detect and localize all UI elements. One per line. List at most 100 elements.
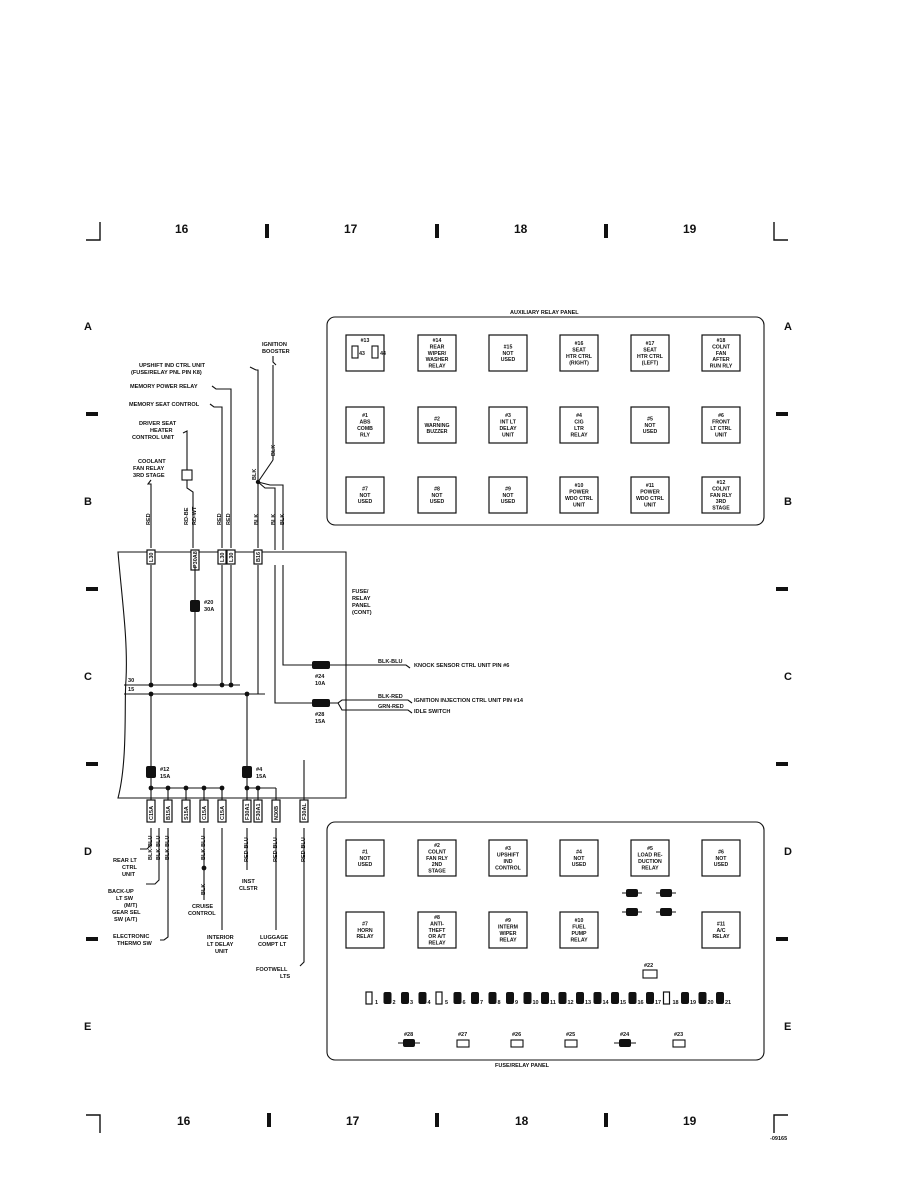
aux-relay-5-line-1: #18 xyxy=(717,338,726,344)
grid-col-18-bottom: 18 xyxy=(515,1114,529,1128)
fuse-row-label-1: 1 xyxy=(375,1000,378,1006)
aux-relay-13-line-2: NOT xyxy=(432,493,444,499)
grid-row-c-right: C xyxy=(784,671,792,683)
rear-lt-label-1: REAR LT xyxy=(113,858,137,864)
grid-row-a-left: A xyxy=(84,321,92,333)
lower-wiring: BLK-BLU BLK-BLU BLK-BLU BLK-BLU BLK RED-… xyxy=(108,828,307,980)
grid-row-e-right: E xyxy=(784,1021,791,1033)
panel-cont-label-4: (CONT) xyxy=(352,610,372,616)
aux-relay-4-line-3: HTR CTRL xyxy=(637,354,664,360)
fuse-row-label-3: 3 xyxy=(410,1000,413,1006)
aux-relay-16-line-3: WDO CTRL xyxy=(636,496,665,502)
footwell-label-1: FOOTWELL xyxy=(256,967,288,973)
wire-red-blu-1: RED-BLU xyxy=(244,837,250,862)
bottom-circuit-3: S15A xyxy=(181,799,191,823)
electronic-label-1: ELECTRONIC xyxy=(113,934,149,940)
top-circuit-label-4: L30 xyxy=(229,553,235,562)
fuse-panel-relay-5-line-1: #5 xyxy=(647,846,653,852)
fuse-row-label-5: 5 xyxy=(445,1000,448,1006)
fuse-row-fuse-15: 15 xyxy=(611,992,626,1006)
wire-rd-wt: RD-WT xyxy=(192,506,198,525)
aux-relay-15-line-4: UNIT xyxy=(573,502,586,508)
aux-relay-17-line-2: COLNT xyxy=(712,486,731,492)
fuse-panel-relay-2-line-4: 2ND xyxy=(432,862,443,868)
auxiliary-relay-panel: AUXILIARY RELAY PANEL #13 43 44 #14REARW… xyxy=(326,310,765,526)
aux-relay-8-line-2: INT LT xyxy=(500,420,517,426)
fuse-panel-relay-6-line-2: NOT xyxy=(716,856,728,862)
corner-marks xyxy=(86,222,788,1133)
bottom-fuse-label-3: #26 xyxy=(512,1032,521,1038)
interior-label-3: UNIT xyxy=(215,949,229,955)
wire-rd-be: RD-BE xyxy=(184,507,190,525)
knock-sensor-dest: KNOCK SENSOR CTRL UNIT PIN #6 xyxy=(414,663,509,669)
top-circuit-1: L30 xyxy=(146,549,156,565)
ignition-injection-dest: IGNITION INJECTION CTRL UNIT PIN #14 xyxy=(414,698,524,704)
fuse-row-label-16: 16 xyxy=(638,1000,644,1006)
rear-lt-label-2: CTRL xyxy=(122,865,137,871)
aux-relay-4-line-1: #17 xyxy=(646,341,655,347)
aux-relay-5-line-4: AFTER xyxy=(712,357,730,363)
aux-relay-13-pin-44: 44 xyxy=(380,351,386,357)
cruise-label-1: CRUISE xyxy=(192,904,213,910)
wire-blk-blu-2: BLK-BLU xyxy=(156,836,162,860)
grid-row-b-right: B xyxy=(784,496,792,508)
fuse-4-label: #4 xyxy=(256,767,263,773)
aux-relay-9-line-3: LTR xyxy=(574,426,584,432)
grid-col-17-bottom: 17 xyxy=(346,1114,360,1128)
wire-blk-b16: BLK xyxy=(254,514,260,525)
bottom-fuse-label-1: #28 xyxy=(404,1032,413,1038)
grid-row-c-left: C xyxy=(84,671,92,683)
aux-relay-2-line-2: NOT xyxy=(503,351,515,357)
wire-blk-blu-3: BLK-BLU xyxy=(165,836,171,860)
aux-relay-2-line-1: #15 xyxy=(504,344,513,350)
fuse-28-label: #28 xyxy=(315,712,324,718)
fuse-panel-relay-7-line-3: RELAY xyxy=(356,934,374,940)
fuse-panel-relay-5-line-4: RELAY xyxy=(641,865,659,871)
fuse-row-fuse-1: 1 xyxy=(365,991,378,1006)
fuse-panel-relay-3-line-2: UPSHIFT xyxy=(497,853,520,859)
bottom-fuse-1: #28 xyxy=(398,1032,420,1047)
grid-row-b-left: B xyxy=(84,496,92,508)
inst-label-2: CLSTR xyxy=(239,886,258,892)
fuse-panel-relay-8-line-2: ANTI- xyxy=(430,921,444,927)
fuse-panel-relay-10-line-3: PUMP xyxy=(572,931,588,937)
fuse-28-amps: 15A xyxy=(315,719,325,725)
fuse-row-fuse-10: 10 xyxy=(523,992,539,1006)
fuse-row-label-6: 6 xyxy=(463,1000,466,1006)
inst-label-1: INST xyxy=(242,879,255,885)
aux-relay-5-line-5: RUN RLY xyxy=(710,364,733,370)
panel-cont-label-1: FUSE/ xyxy=(352,589,369,595)
aux-relay-15-line-1: #10 xyxy=(575,483,584,489)
grid-row-e-left: E xyxy=(84,1021,91,1033)
fuse-row-label-7: 7 xyxy=(480,1000,483,1006)
fuse-panel-relay-8-line-3: THEFT xyxy=(429,928,447,934)
fuse-panel-title: FUSE/RELAY PANEL xyxy=(495,1063,550,1069)
fuse-row-fuse-9: 9 xyxy=(506,992,518,1006)
bottom-fuse-2: #27 xyxy=(456,1032,470,1048)
fuse-panel-relay-10-line-4: RELAY xyxy=(570,937,588,943)
fuse-row-label-17: 17 xyxy=(655,1000,661,1006)
interior-label-2: LT DELAY xyxy=(207,942,234,948)
fuse-row-fuse-12: 12 xyxy=(558,992,574,1006)
aux-relay-10-line-1: #5 xyxy=(647,416,653,422)
aux-relay-17-line-3: FAN RLY xyxy=(710,493,732,499)
ignition-booster-label-1: IGNITION xyxy=(262,342,287,348)
fuse-panel-relay-7-line-2: HORN xyxy=(357,928,373,934)
fuse-panel-relay-2-line-2: COLNT xyxy=(428,849,447,855)
aux-relay-12-line-2: NOT xyxy=(360,493,372,499)
aux-relay-3-line-2: SEAT xyxy=(572,348,586,354)
aux-panel-title: AUXILIARY RELAY PANEL xyxy=(510,310,579,316)
spare-fuses xyxy=(622,889,676,916)
wire-blk-blu-4: BLK-BLU xyxy=(201,836,207,860)
luggage-label-2: COMPT LT xyxy=(258,942,287,948)
aux-relay-14-line-1: #9 xyxy=(505,486,511,492)
fuse-20-amps: 30A xyxy=(204,607,214,613)
bottom-circuit-8: N30B xyxy=(271,799,281,823)
aux-relay-1-line-3: WIPER/ xyxy=(428,351,447,357)
fuse-row-fuse-19: 19 xyxy=(681,992,696,1006)
